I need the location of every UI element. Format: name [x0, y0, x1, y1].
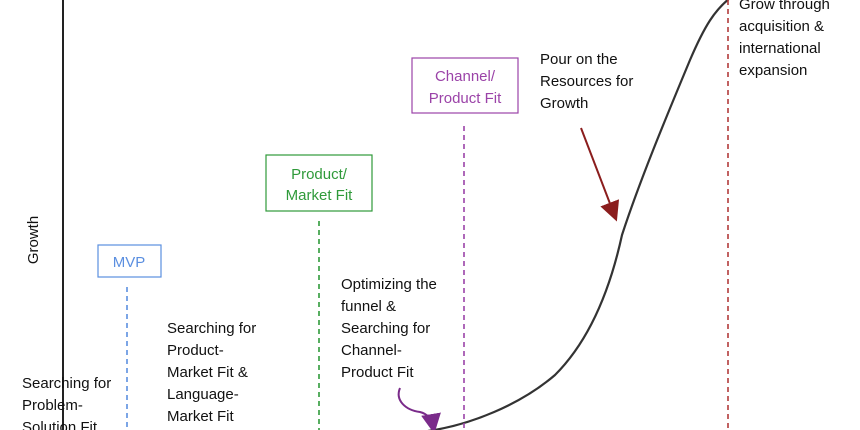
stage-text-line: Channel- — [341, 342, 402, 359]
stage-text-line: Grow through — [739, 0, 830, 13]
optimizing-arrow — [397, 387, 441, 430]
stage-text-line: Pour on the — [540, 51, 618, 68]
stage-text-line: Optimizing the — [341, 276, 437, 293]
stage-text-line: Searching for — [22, 375, 111, 392]
stage-text-line: Product- — [167, 342, 224, 359]
channel-product-fit-box — [411, 57, 519, 114]
stage-product-market-search: Searching for Product- Market Fit & Lang… — [167, 320, 256, 425]
stage-text-line: Market Fit — [167, 408, 235, 425]
product-market-fit-label-2: Market Fit — [286, 187, 354, 204]
stage-optimizing: Optimizing the funnel & Searching for Ch… — [341, 276, 437, 381]
stage-text-line: Searching for — [167, 320, 256, 337]
stage-text-line: Solution Fit — [22, 419, 98, 430]
y-axis-label: Growth — [25, 216, 42, 264]
product-market-fit-box — [265, 154, 373, 212]
stage-text-line: expansion — [739, 62, 807, 79]
mvp-box — [97, 244, 162, 278]
stage-text-line: Growth — [540, 95, 588, 112]
stage-grow: Grow through acquisition & international… — [739, 0, 830, 79]
stage-text-line: Searching for — [341, 320, 430, 337]
mvp-label: MVP — [113, 254, 146, 271]
product-market-fit-label-1: Product/ — [291, 166, 348, 183]
stage-text-line: Resources for — [540, 73, 633, 90]
stage-problem-solution: Searching for Problem- Solution Fit — [22, 375, 111, 430]
stage-text-line: Language- — [167, 386, 239, 403]
stage-text-line: Market Fit & — [167, 364, 248, 381]
channel-product-fit-label-1: Channel/ — [435, 68, 496, 85]
stage-text-line: acquisition & — [739, 18, 824, 35]
channel-product-fit-label-2: Product Fit — [429, 90, 502, 107]
growth-curve — [427, 0, 730, 430]
stage-text-line: international — [739, 40, 821, 57]
stage-text-line: Product Fit — [341, 364, 414, 381]
resources-arrow — [580, 127, 620, 222]
stage-text-line: Problem- — [22, 397, 83, 414]
stage-resources: Pour on the Resources for Growth — [540, 51, 633, 112]
stage-text-line: funnel & — [341, 298, 396, 315]
